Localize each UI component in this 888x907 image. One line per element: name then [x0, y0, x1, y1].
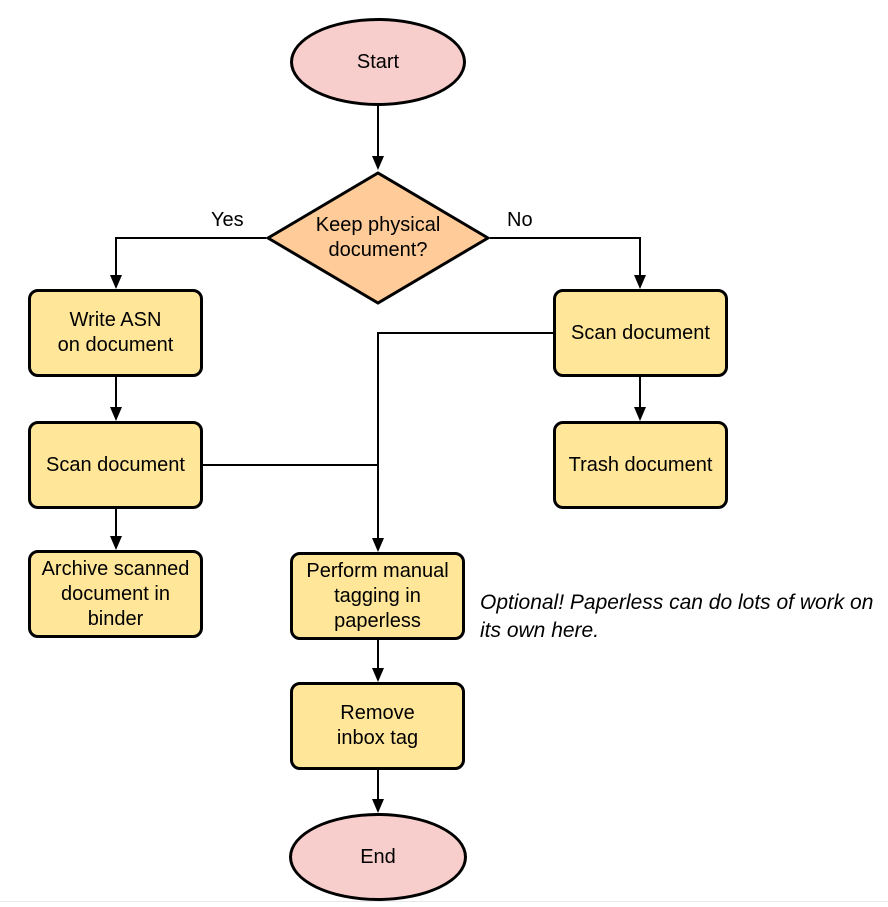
optional-note: Optional! Paperless can do lots of work …: [480, 591, 874, 642]
decision-diamond-shape: [266, 171, 490, 305]
node-scan-document-right-label: Scan document: [571, 321, 710, 344]
node-write-asn-label: Write ASN on document: [57, 309, 174, 356]
node-scan-document-left-label: Scan document: [46, 453, 185, 476]
node-end-label: End: [360, 845, 396, 868]
node-decision-label: Keep physical document?: [315, 214, 441, 261]
node-manual-tagging: Perform manual tagging in paperless: [290, 552, 465, 640]
node-write-asn: Write ASN on document: [28, 289, 203, 377]
node-archive-binder-label: Archive scanned document in binder: [41, 557, 190, 630]
node-trash-document-label: Trash document: [568, 453, 713, 476]
page-bottom-divider: [0, 901, 888, 902]
edge-decision-yes-to-write-asn: [110, 237, 266, 289]
node-end: End: [289, 813, 467, 901]
edge-label-yes: Yes: [209, 208, 246, 232]
node-decision: Keep physical document?: [266, 171, 490, 305]
node-start: Start: [290, 18, 466, 106]
node-archive-binder: Archive scanned document in binder: [28, 550, 203, 638]
node-remove-inbox-tag-label: Remove inbox tag: [336, 702, 419, 749]
edge-scan-right-to-tagging: [372, 332, 553, 552]
node-trash-document: Trash document: [553, 421, 728, 509]
node-start-label: Start: [356, 50, 400, 73]
node-scan-document-right: Scan document: [553, 289, 728, 377]
node-remove-inbox-tag: Remove inbox tag: [290, 682, 465, 770]
edge-decision-no-to-scan-right: [490, 237, 646, 289]
node-scan-document-left: Scan document: [28, 421, 203, 509]
edge-label-no: No: [505, 208, 535, 232]
node-manual-tagging-label: Perform manual tagging in paperless: [306, 559, 449, 632]
